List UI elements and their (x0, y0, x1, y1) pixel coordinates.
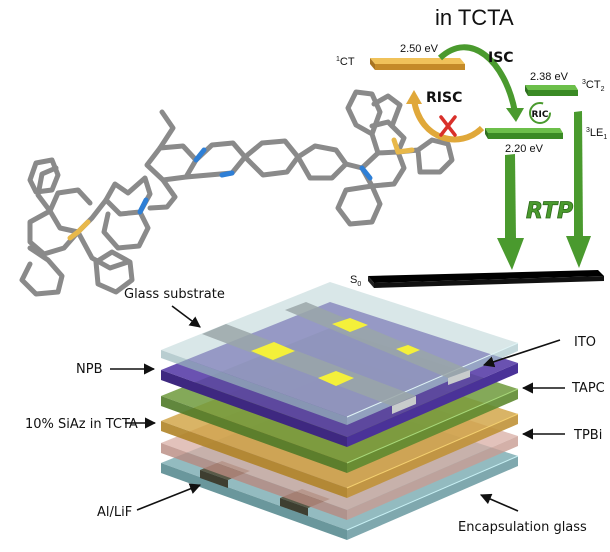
ric-label: RIC (532, 110, 549, 120)
level-3le1: 2.20 eV (485, 128, 563, 155)
level-3ct2-energy: 2.38 eV (530, 71, 569, 83)
pixel (251, 342, 295, 360)
nitrogen-bond (193, 147, 207, 163)
silicon-bond (67, 229, 81, 241)
level-s0-label: S0 (350, 274, 361, 288)
nitrogen-bond (219, 170, 235, 178)
energy-diagram-title: in TCTA (435, 5, 514, 30)
rtp-arrow-right (566, 111, 591, 268)
energy-diagram: in TCTA 1CT 2.50 eV 2.38 eV 3CT2 2.20 eV (336, 5, 607, 288)
risc-label: RISC (426, 90, 462, 106)
rtp-arrow-left (497, 154, 524, 270)
label-emitter: 10% SiAz in TCTA (25, 417, 138, 432)
label-tpbi: TPBi (573, 428, 602, 443)
ito-strip (202, 324, 416, 414)
isc-label: ISC (488, 50, 514, 66)
pixel (318, 371, 354, 386)
pixel (396, 345, 420, 355)
label-encapsulation-glass: Encapsulation glass (458, 520, 587, 535)
blocked-x-icon (439, 115, 457, 137)
ito-strip (285, 302, 470, 385)
silicon-bond (391, 137, 401, 155)
level-1ct-energy: 2.50 eV (400, 43, 439, 55)
label-cathode: Al/LiF (97, 505, 132, 520)
label-ito: ITO (574, 335, 596, 350)
ric-indicator: RIC (529, 102, 551, 124)
nitrogen-bond (137, 197, 149, 215)
level-3ct2-state: 3CT2 (582, 79, 605, 93)
level-3ct2: 2.38 eV 3CT2 (525, 71, 605, 96)
arrow-ito (482, 339, 561, 368)
arrow-glass-substrate (171, 305, 201, 328)
level-s0: S0 (350, 270, 604, 288)
level-1ct: 1CT 2.50 eV (336, 43, 465, 70)
level-3le1-energy: 2.20 eV (505, 143, 544, 155)
arrow-encapsulation-glass (479, 493, 519, 512)
nitrogen-bond (359, 165, 373, 181)
isc-arrow: ISC (437, 44, 524, 122)
arrow-cathode (136, 483, 202, 511)
label-glass-substrate: Glass substrate (124, 287, 225, 302)
rtp-label: RTP (526, 199, 573, 224)
device-stack: Glass substrate NPB 10% SiAz in TCTA Al/… (25, 282, 605, 540)
molecule-structure (19, 89, 455, 297)
level-1ct-label: 1CT (336, 56, 355, 68)
level-3le1-state: 3LE1 (586, 127, 607, 141)
label-tapc: TAPC (571, 381, 605, 396)
risc-arrow: RISC (406, 90, 485, 143)
pixel (332, 318, 368, 332)
label-npb: NPB (76, 362, 102, 377)
